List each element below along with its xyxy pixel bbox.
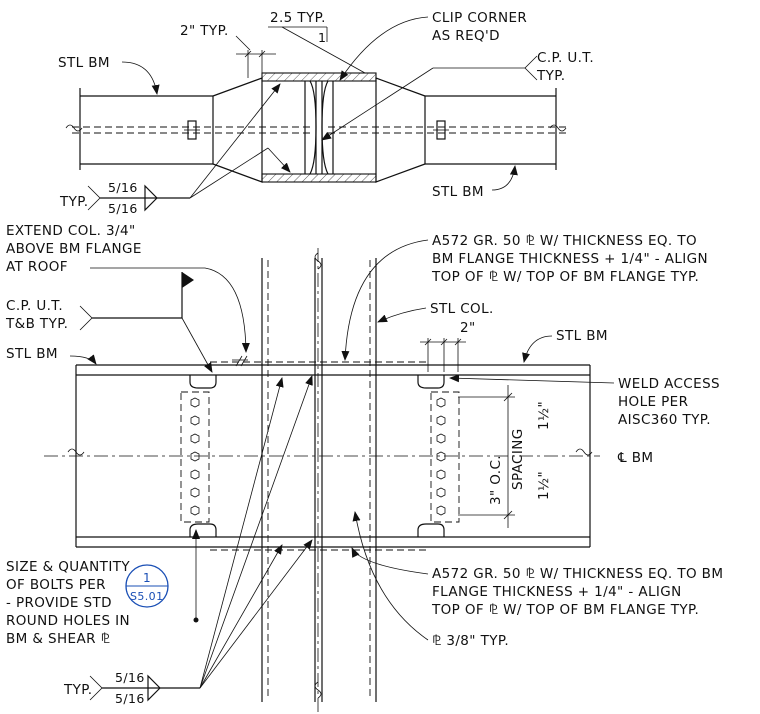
plate-note-bottom-1: A572 GR. 50 ⅊ W/ THICKNESS EQ. TO BM [432,566,723,582]
extend-col-line3: AT ROOF [6,259,68,275]
plan-detail: 2" TYP. 2.5 TYP. 1 CLIP CORNER AS REQ'D … [58,10,594,216]
edge-distance-bottom: 1½" [536,471,552,500]
cl-bm-label: ℄ BM [617,450,653,466]
plate-note-top-2: BM FLANGE THICKNESS + 1/4" - ALIGN [432,251,708,267]
spacing-oc: 3" O.C. [488,455,504,505]
bolt-symbol-left [184,120,200,140]
column-section-plan [304,80,334,175]
column-elevation [261,248,377,712]
pl-typ-label: ⅊ 3/8" TYP. [432,633,509,649]
bolt-note-line2: OF BOLTS PER [6,577,106,593]
bottom-cover-plate [261,173,377,183]
bolt-note-line5: BM & SHEAR ⅊ [6,631,110,647]
weld-access-line1: WELD ACCESS [618,376,720,392]
slope-label: 2.5 TYP. [270,10,326,26]
extend-col-line2: ABOVE BM FLANGE [6,241,142,257]
cp-ut-line2: TYP. [536,68,565,84]
bolt-note-line1: SIZE & QUANTITY [6,559,130,575]
left-beam-plan [65,77,310,183]
svg-text:TYP.: TYP. [59,194,88,210]
svg-text:5/16: 5/16 [115,670,145,685]
svg-text:TYP.: TYP. [63,682,92,698]
two-inch-typ-label: 2" TYP. [180,23,229,39]
bolt-symbol-right [433,120,449,140]
stl-col-label: STL COL. [430,301,494,317]
bolt-note-line3: - PROVIDE STD [6,595,112,611]
svg-text:5/16: 5/16 [108,201,138,216]
svg-text:5/16: 5/16 [108,180,138,195]
bolt-spacing-dimension: 3" O.C. SPACING 1½" 1½" [458,385,552,528]
weld-symbol-elevation: TYP. 5/16 5/16 [63,375,313,706]
plate-note-bottom-2: FLANGE THICKNESS + 1/4" - ALIGN [432,584,682,600]
stl-bm-plan-left: STL BM [58,55,110,71]
detail-ref-sheet: S5.01 [130,590,163,603]
stl-bm-elev-left: STL BM [6,346,58,362]
weld-access-line2: HOLE PER [618,394,688,410]
cp-ut-line1: C.P. U.T. [537,50,594,66]
beam-elevation [44,361,600,551]
plate-note-bottom-3: TOP OF ⅊ W/ TOP OF BM FLANGE TYP. [431,602,699,618]
slope-rise: 1 [318,30,326,45]
right-beam-plan [328,77,567,183]
weld-access-hole-tl [189,375,217,389]
bolt-group-left [190,397,200,516]
weld-access-hole-br [417,523,445,537]
weld-access-hole-bl [189,523,217,537]
clip-corner-line2: AS REQ'D [432,28,500,44]
weld-access-line3: AISC360 TYP. [618,412,711,428]
edge-distance-top: 1½" [536,401,552,430]
bolt-note-line4: ROUND HOLES IN [6,613,130,629]
stl-bm-plan-right: STL BM [432,184,484,200]
shear-plate-right [430,391,460,523]
cp-ut-tb-line1: C.P. U.T. [6,298,63,314]
weld-symbol-plan: TYP. 5/16 5/16 [59,83,291,216]
break-symbol-left [65,124,83,132]
extend-col-line1: EXTEND COL. 3/4" [6,223,136,239]
shear-plate-left [180,391,210,523]
clip-corner-line1: CLIP CORNER [432,10,527,26]
two-inch-label: 2" [460,320,476,336]
svg-text:5/16: 5/16 [115,691,145,706]
detail-ref-number: 1 [143,571,151,585]
plate-note-top-3: TOP OF ⅊ W/ TOP OF BM FLANGE TYP. [431,269,699,285]
spacing-word: SPACING [510,428,526,490]
weld-access-hole-tr [417,375,445,389]
clip-corner-leader [339,16,429,81]
bolt-group-right [436,397,446,516]
elevation-detail: 3" O.C. SPACING 1½" 1½" 2" EXTEND COL. 3… [5,223,723,712]
break-symbol-right [549,124,567,132]
stl-bm-elev-right: STL BM [556,328,608,344]
detail-reference-bubble[interactable]: 1 S5.01 [125,564,169,608]
plate-note-top-1: A572 GR. 50 ⅊ W/ THICKNESS EQ. TO [432,233,697,249]
top-cover-plate [261,72,377,82]
cp-ut-tb-line2: T&B TYP. [5,316,68,332]
